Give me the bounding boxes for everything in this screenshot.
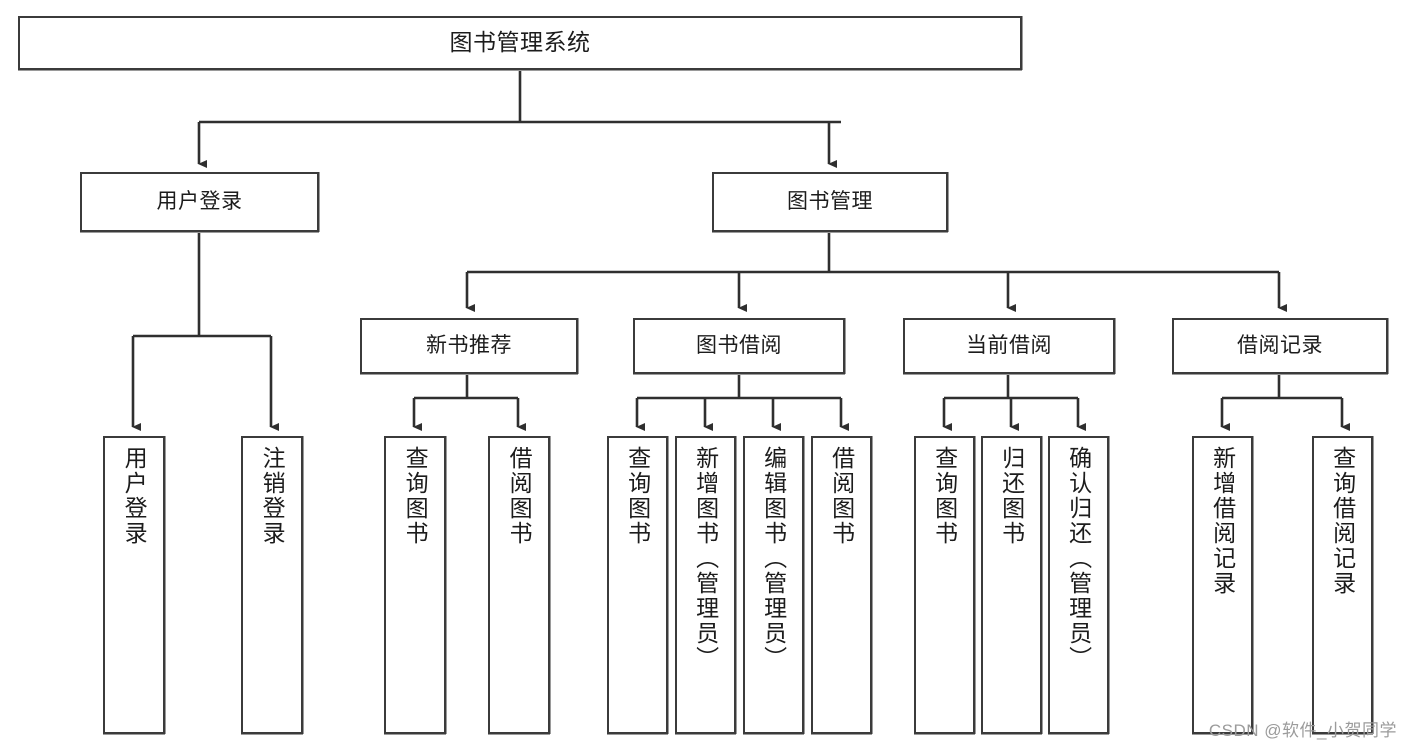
node-label: 查询借阅记录 <box>1329 446 1356 596</box>
node-label: 借阅图书 <box>506 446 533 546</box>
leaf-confirm-return-admin[interactable]: 确认归还（管理员） <box>1048 436 1109 734</box>
leaf-borrow-book-recommend[interactable]: 借阅图书 <box>488 436 550 734</box>
leaf-query-book-current[interactable]: 查询图书 <box>914 436 975 734</box>
leaf-edit-book-admin[interactable]: 编辑图书（管理员） <box>743 436 804 734</box>
node-label: 新增借阅记录 <box>1209 446 1236 596</box>
node-label: 查询图书 <box>624 446 651 546</box>
node-book-borrow[interactable]: 图书借阅 <box>633 318 845 374</box>
node-new-book-recommend[interactable]: 新书推荐 <box>360 318 578 374</box>
node-label: 注销登录 <box>259 446 286 546</box>
node-label: 图书管理系统 <box>449 29 591 56</box>
node-label: 新增图书（管理员） <box>692 446 719 671</box>
leaf-query-book-recommend[interactable]: 查询图书 <box>384 436 446 734</box>
node-label: 借阅图书 <box>828 446 855 546</box>
leaf-query-borrow-record[interactable]: 查询借阅记录 <box>1312 436 1373 734</box>
leaf-user-login[interactable]: 用户登录 <box>103 436 165 734</box>
node-label: 图书管理 <box>787 189 873 213</box>
leaf-user-logout[interactable]: 注销登录 <box>241 436 303 734</box>
node-label: 当前借阅 <box>966 333 1052 357</box>
node-label: 借阅记录 <box>1237 333 1323 357</box>
node-label: 新书推荐 <box>426 333 512 357</box>
node-root-system[interactable]: 图书管理系统 <box>18 16 1022 70</box>
node-label: 查询图书 <box>402 446 429 546</box>
node-label: 查询图书 <box>931 446 958 546</box>
node-user-login[interactable]: 用户登录 <box>80 172 319 232</box>
node-current-borrow[interactable]: 当前借阅 <box>903 318 1115 374</box>
csdn-watermark: CSDN @软件_小贺同学 <box>1208 721 1397 740</box>
leaf-return-book[interactable]: 归还图书 <box>981 436 1042 734</box>
node-label: 归还图书 <box>998 446 1025 546</box>
node-borrow-record[interactable]: 借阅记录 <box>1172 318 1388 374</box>
leaf-query-book-borrow[interactable]: 查询图书 <box>607 436 668 734</box>
node-label: 用户登录 <box>156 189 243 213</box>
node-label: 图书借阅 <box>696 333 782 357</box>
leaf-borrow-book[interactable]: 借阅图书 <box>811 436 872 734</box>
node-label: 确认归还（管理员） <box>1065 446 1092 671</box>
leaf-add-book-admin[interactable]: 新增图书（管理员） <box>675 436 736 734</box>
leaf-add-borrow-record[interactable]: 新增借阅记录 <box>1192 436 1253 734</box>
node-label: 用户登录 <box>121 446 148 546</box>
node-label: 编辑图书（管理员） <box>760 446 787 671</box>
node-book-management[interactable]: 图书管理 <box>712 172 948 232</box>
